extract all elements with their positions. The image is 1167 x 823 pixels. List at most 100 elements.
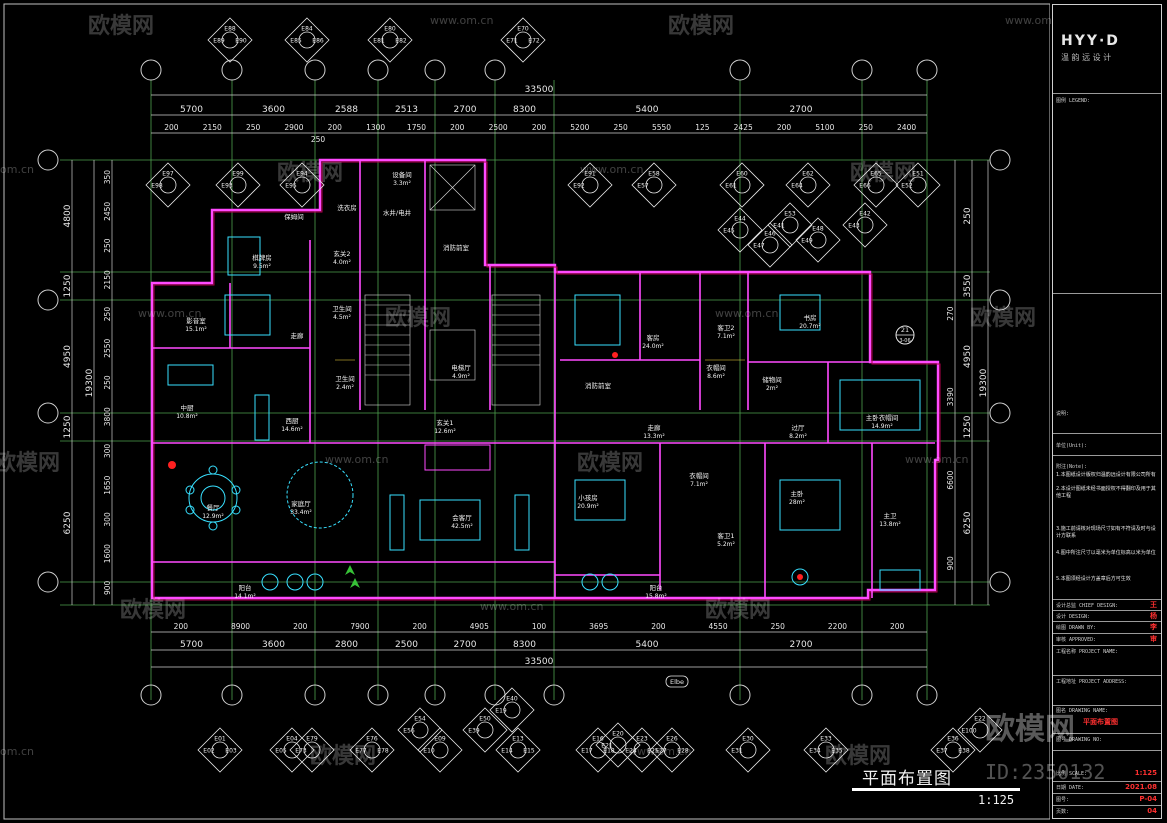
room-area: 7.1m² bbox=[717, 333, 735, 340]
room-name: 主卧 bbox=[791, 489, 805, 498]
scale-value: 1:125 bbox=[1134, 769, 1157, 777]
room-name: 影音室 bbox=[186, 316, 206, 325]
elevation-marker-label: E43 bbox=[848, 223, 860, 230]
elevation-marker-label: E09 bbox=[434, 736, 446, 743]
elevation-marker-label: E50 bbox=[479, 716, 491, 723]
dimension-top-detail: 5550 bbox=[652, 123, 671, 132]
drawing-border bbox=[3, 3, 1050, 820]
room-name: 阳台 bbox=[650, 583, 663, 592]
elevation-marker-label: E98 bbox=[151, 183, 163, 190]
dimension-left-detail: 250 bbox=[103, 375, 112, 390]
divider bbox=[1053, 621, 1161, 622]
dimension-right-detail: 270 bbox=[946, 306, 955, 321]
note-2: 2.本设计图纸未经书面授权不得翻印及用于其他工程 bbox=[1056, 486, 1156, 499]
room-name: 消防前室 bbox=[443, 243, 470, 252]
note-5: 5.本图须经设计方盖章后方可生效 bbox=[1056, 576, 1131, 582]
room-name: 小孩房 bbox=[578, 493, 598, 502]
dimension-right-detail: 6600 bbox=[946, 470, 955, 489]
approved-label: 审核 APPROVED: bbox=[1056, 637, 1097, 643]
room-name: 客卫1 bbox=[717, 531, 734, 540]
elevation-marker-label: E41 bbox=[773, 223, 785, 230]
elevation-marker-label: E39 bbox=[468, 728, 480, 735]
dimension-top-detail: 250 bbox=[859, 123, 874, 132]
dimension-bottom-detail: 250 bbox=[771, 622, 786, 631]
elevation-marker-label: E60 bbox=[736, 171, 748, 178]
elevation-marker-label: E78 bbox=[377, 748, 389, 755]
dimension-left-detail: 350 bbox=[103, 170, 112, 185]
elevation-marker-label: E99 bbox=[232, 171, 244, 178]
elevation-marker-label: E95 bbox=[285, 183, 297, 190]
room-name: 餐厅 bbox=[207, 503, 221, 512]
dimension-top-detail: 200 bbox=[450, 123, 465, 132]
dimension-top-detail: 1300 bbox=[366, 123, 385, 132]
dimension-top-detail: 5100 bbox=[815, 123, 834, 132]
dimension-right-detail: 3390 bbox=[946, 387, 955, 406]
room-area: 4.9m² bbox=[452, 373, 470, 380]
room-name: 走廊 bbox=[648, 423, 662, 432]
elevation-marker-label: E24 bbox=[625, 748, 637, 755]
elevation-marker-label: E26 bbox=[666, 736, 678, 743]
elevation-marker-label: E90 bbox=[235, 38, 247, 45]
room-area: 9.5m² bbox=[253, 263, 271, 270]
dimension-top-detail: 200 bbox=[532, 123, 547, 132]
drawing-no-label: 图号 DRAWING NO: bbox=[1056, 737, 1103, 743]
room-name: 客房 bbox=[647, 333, 660, 342]
dimension-total-right: 19300 bbox=[979, 368, 989, 397]
room-area: 28m² bbox=[789, 499, 805, 506]
dimension-top-bay: 2700 bbox=[454, 105, 477, 115]
legend-label: 图例 LEGEND: bbox=[1056, 98, 1091, 104]
elevation-marker-label: E15 bbox=[523, 748, 535, 755]
dimension-bottom-detail: 4905 bbox=[470, 622, 489, 631]
room-area: 2m² bbox=[766, 385, 779, 392]
dimension-left-detail: 1650 bbox=[103, 475, 112, 494]
elevation-marker-label: E21 bbox=[601, 743, 613, 750]
dimension-right-bay: 6250 bbox=[963, 511, 973, 534]
axis-grid-vertical bbox=[150, 80, 928, 700]
elevation-marker-label: E92 bbox=[573, 183, 585, 190]
dimension-left-detail: 250 bbox=[103, 307, 112, 322]
note-3: 3.施工前请核对现场尺寸如有不符请及时与设计方联系 bbox=[1056, 526, 1156, 539]
dimension-bottom-bay: 3600 bbox=[262, 640, 285, 650]
elevation-marker-label: E66 bbox=[859, 183, 871, 190]
elevation-marker-label: E04 bbox=[286, 736, 298, 743]
elevation-marker-label: E17 bbox=[581, 748, 593, 755]
elevation-marker-label: E33 bbox=[820, 736, 832, 743]
dimension-top-bay: 8300 bbox=[513, 105, 536, 115]
room-area: 20.9m² bbox=[577, 503, 599, 510]
room-area: 8.6m² bbox=[707, 373, 725, 380]
elevation-marker-label: E28 bbox=[677, 748, 689, 755]
unit-label: 单位(Unit): bbox=[1056, 443, 1088, 449]
divider bbox=[1053, 633, 1161, 634]
elevation-marker-label: E48 bbox=[812, 226, 824, 233]
elevation-marker-label: E93 bbox=[221, 183, 233, 190]
dimension-right-bay: 4950 bbox=[963, 345, 973, 368]
dimension-top-detail: 200 bbox=[328, 123, 343, 132]
elevation-marker-label: E72 bbox=[528, 38, 540, 45]
room-area: 13.3m² bbox=[643, 433, 665, 440]
room-name: 棋牌房 bbox=[252, 253, 272, 262]
room-name: 卫生间 bbox=[335, 374, 355, 383]
drawing-title-underline bbox=[852, 788, 1020, 791]
company-logo-subtitle: 温 韵 远 设 计 bbox=[1061, 53, 1112, 62]
elevation-marker-label: E53 bbox=[784, 211, 796, 218]
approved-signature: 审 bbox=[1150, 635, 1157, 643]
dimension-bottom-detail: 200 bbox=[174, 622, 189, 631]
elevation-marker-label: E27 bbox=[655, 748, 667, 755]
room-area: 2.4m² bbox=[336, 384, 354, 391]
svg-text:21: 21 bbox=[901, 326, 909, 334]
room-name: 主卧衣帽间 bbox=[866, 413, 899, 422]
elevation-marker-label: E84 bbox=[301, 26, 313, 33]
